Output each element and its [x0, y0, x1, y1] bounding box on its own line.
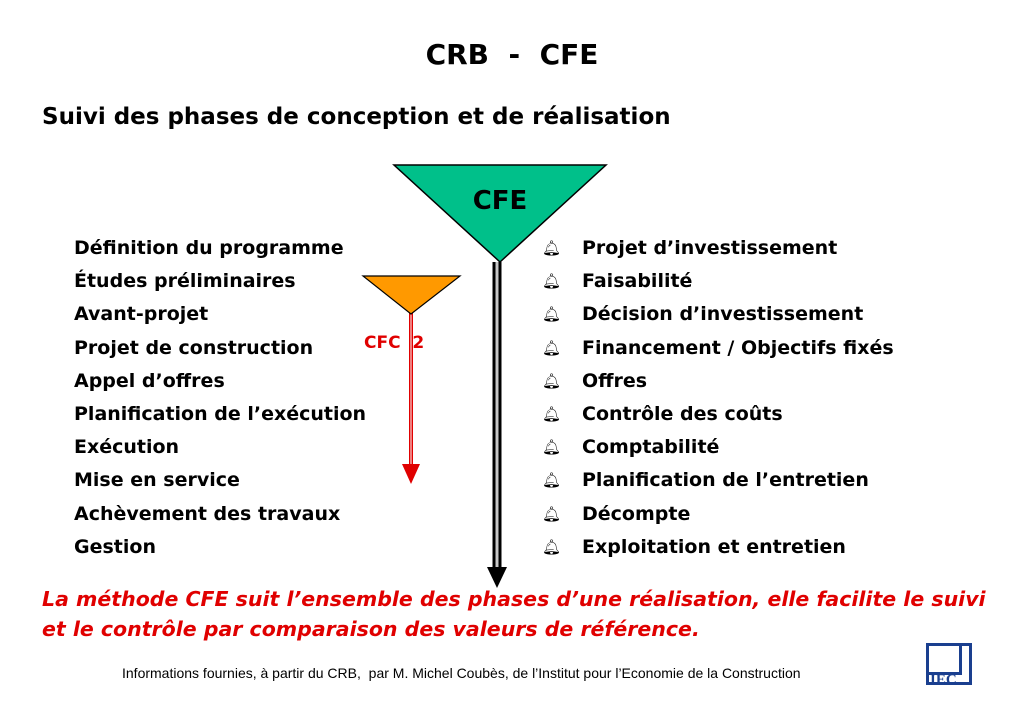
list-item: 🔔︎ Décompte — [542, 498, 894, 531]
list-item-label: Décompte — [582, 502, 691, 525]
list-item: 🔔︎ Décision d’investissement — [542, 298, 894, 331]
list-item-label: Offres — [582, 369, 648, 392]
list-item: 🔔︎ Financement / Objectifs fixés — [542, 332, 894, 365]
conclusion-text: La méthode CFE suit l’ensemble des phase… — [42, 587, 986, 641]
bell-icon: 🔔︎ — [542, 305, 562, 324]
list-item: 🔔︎ Exploitation et entretien — [542, 531, 894, 564]
list-item: Projet de construction — [74, 336, 314, 359]
design-phases-list: Définition du programme Études prélimina… — [74, 232, 366, 564]
list-item: Mise en service — [74, 469, 240, 492]
list-item: 🔔︎ Offres — [542, 365, 894, 398]
list-item-label: Faisabilité — [582, 270, 693, 293]
iec-logo: IEC — [926, 643, 972, 688]
list-item: 🔔︎ Faisabilité — [542, 265, 894, 298]
cfc-arrow-head — [402, 464, 420, 484]
bell-icon: 🔔︎ — [542, 371, 562, 390]
bell-icon: 🔔︎ — [542, 239, 562, 257]
bell-icon: 🔔︎ — [542, 537, 562, 556]
cost-phases-list: 🔔︎Projet d’investissement 🔔︎Faisabilité … — [542, 232, 894, 564]
list-item: 🔔︎ Contrôle des coûts — [542, 398, 894, 431]
list-item: Achèvement des travaux — [74, 502, 341, 525]
list-item-label: Financement / Objectifs fixés — [582, 336, 894, 359]
cfe-label: CFE — [472, 186, 528, 216]
list-item: Exécution — [74, 436, 180, 459]
list-item-label: Planification de l’entretien — [582, 469, 869, 492]
list-item: 🔔︎ Projet d’investissement — [542, 232, 894, 265]
list-item-label: Comptabilité — [582, 436, 720, 459]
footer-credits: Informations fournies, à partir du CRB, … — [122, 665, 801, 681]
cfc-label: CFC 2 — [364, 333, 425, 353]
list-item: Définition du programme — [74, 237, 344, 259]
list-item: Études préliminaires — [74, 270, 296, 293]
bell-icon: 🔔︎ — [542, 338, 562, 357]
iec-logo-text: IEC — [930, 672, 957, 688]
bell-icon: 🔔︎ — [542, 272, 562, 291]
bell-icon: 🔔︎ — [542, 471, 562, 490]
list-item: 🔔︎ Comptabilité — [542, 431, 894, 464]
list-item-label: Exploitation et entretien — [582, 535, 846, 558]
cfe-triangle — [392, 164, 608, 264]
bell-icon: 🔔︎ — [542, 404, 562, 423]
bell-icon: 🔔︎ — [542, 504, 562, 523]
cfe-arrow-head — [487, 567, 507, 588]
list-item: Planification de l’exécution — [74, 402, 367, 425]
cfc-triangle — [361, 275, 462, 315]
list-item-label: Projet d’investissement — [582, 237, 838, 259]
list-item: Avant-projet — [74, 303, 209, 326]
list-item: Appel d’offres — [74, 369, 225, 392]
list-item-label: Décision d’investissement — [582, 303, 864, 326]
list-item-label: Contrôle des coûts — [582, 402, 783, 425]
bell-icon: 🔔︎ — [542, 438, 562, 457]
list-item: Gestion — [74, 535, 156, 558]
page-title: CRB - CFE — [425, 38, 599, 71]
page-subtitle: Suivi des phases de conception et de réa… — [42, 104, 671, 130]
iec-logo-graphic — [926, 643, 972, 685]
list-item: 🔔︎ Planification de l’entretien — [542, 464, 894, 497]
